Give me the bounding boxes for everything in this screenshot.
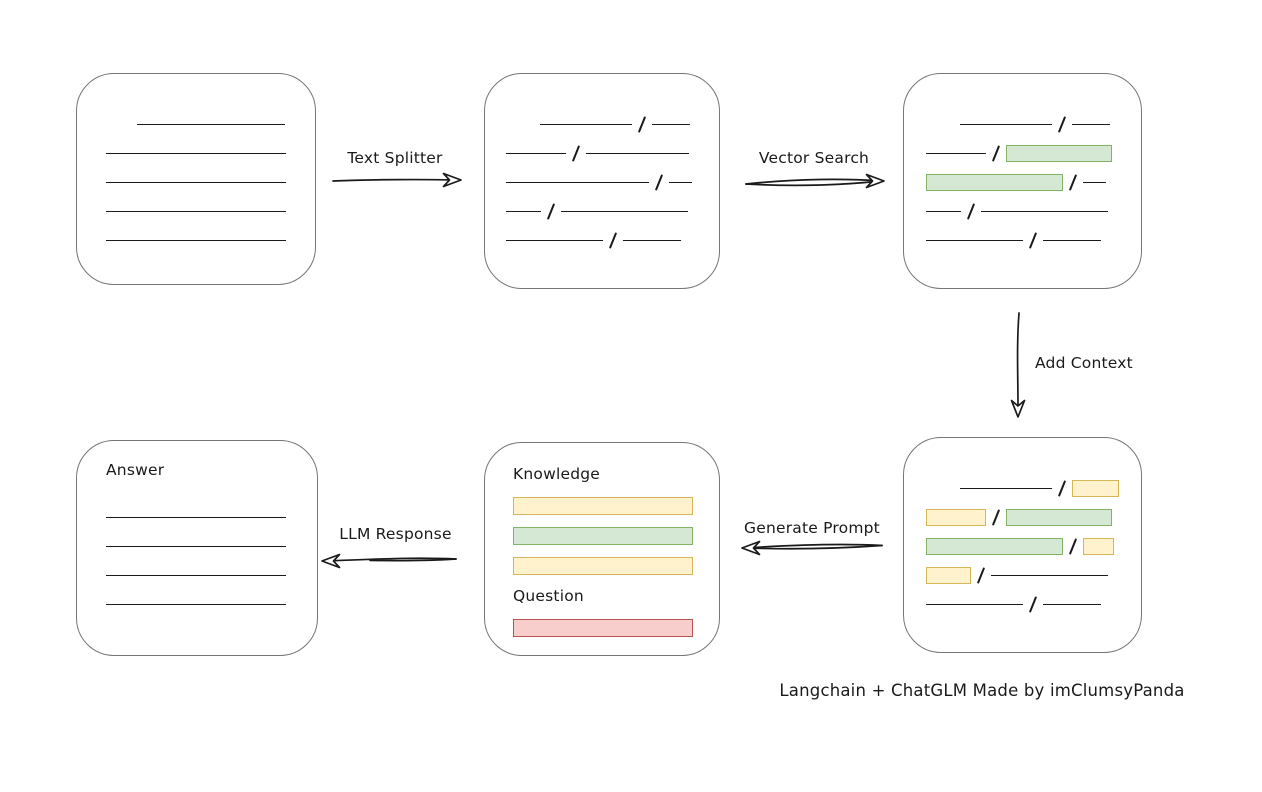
slash-separator [571, 145, 581, 162]
yellow-highlight [1072, 480, 1119, 497]
text-line [106, 182, 286, 183]
text-line [506, 182, 649, 183]
text-line [652, 124, 690, 125]
slash-separator [1068, 538, 1078, 555]
yellow-highlight [926, 567, 971, 584]
green-bar [513, 527, 693, 545]
text-line [669, 182, 692, 183]
llm-response-label: LLM Response [339, 525, 452, 543]
text-line [106, 211, 286, 212]
llm-response-arrow [321, 553, 457, 569]
diagram-caption: Langchain + ChatGLM Made by imClumsyPand… [779, 681, 1185, 700]
yellow-bar [513, 497, 693, 515]
slash-separator [991, 509, 1001, 526]
green-highlight [926, 174, 1063, 191]
add-context-arrow [1010, 312, 1026, 418]
text-line [1043, 604, 1101, 605]
text-line [506, 211, 541, 212]
green-highlight [1006, 509, 1112, 526]
text-line [960, 488, 1052, 489]
text-line [1072, 124, 1110, 125]
answer-label: Answer [106, 461, 165, 479]
text-line [540, 124, 632, 125]
text-line [926, 211, 961, 212]
text-line [991, 575, 1108, 576]
text-line [106, 153, 286, 154]
vector-result-node [903, 73, 1142, 289]
document-node [76, 73, 316, 285]
text-line [1043, 240, 1101, 241]
text-line [506, 153, 566, 154]
prompt-node: Knowledge Question [484, 442, 720, 656]
slash-separator [654, 174, 664, 191]
slash-separator [608, 232, 618, 249]
question-label: Question [513, 587, 584, 605]
slash-separator [966, 203, 976, 220]
vector-search-arrow [745, 173, 885, 189]
green-highlight [926, 538, 1063, 555]
slash-separator [1068, 174, 1078, 191]
slash-separator [637, 116, 647, 133]
question-bars [513, 619, 719, 637]
text-line [1083, 182, 1106, 183]
slash-separator [1057, 480, 1067, 497]
context-result-lines [904, 438, 1141, 619]
text-line [981, 211, 1108, 212]
document-lines [77, 74, 315, 255]
yellow-bar [513, 557, 693, 575]
slash-separator [1028, 232, 1038, 249]
text-line [926, 240, 1023, 241]
text-line [586, 153, 689, 154]
generate-prompt-arrow [741, 540, 883, 556]
text-line [106, 517, 286, 518]
text-line [623, 240, 681, 241]
text-line [106, 240, 286, 241]
green-highlight [1006, 145, 1112, 162]
answer-lines [106, 479, 317, 619]
slash-separator [991, 145, 1001, 162]
text-line [137, 124, 285, 125]
text-line [106, 575, 286, 576]
context-result-node [903, 437, 1142, 653]
knowledge-label: Knowledge [513, 465, 601, 483]
text-line [106, 604, 286, 605]
text-line [106, 546, 286, 547]
vector-result-lines [904, 74, 1141, 255]
text-splitter-label: Text Splitter [347, 149, 443, 167]
slash-separator [976, 567, 986, 584]
slash-separator [546, 203, 556, 220]
knowledge-bars [513, 497, 719, 575]
text-line [561, 211, 688, 212]
slash-separator [1057, 116, 1067, 133]
text-line [926, 153, 986, 154]
text-line [926, 604, 1023, 605]
text-line [960, 124, 1052, 125]
chunks-node [484, 73, 720, 289]
chunks-lines [485, 74, 719, 255]
answer-node: Answer [76, 440, 318, 656]
yellow-highlight [1083, 538, 1114, 555]
add-context-label: Add Context [1035, 354, 1133, 372]
text-splitter-arrow [332, 172, 462, 188]
red-bar [513, 619, 693, 637]
text-line [506, 240, 603, 241]
generate-prompt-label: Generate Prompt [744, 519, 880, 537]
slash-separator [1028, 596, 1038, 613]
vector-search-label: Vector Search [758, 149, 870, 167]
yellow-highlight [926, 509, 986, 526]
